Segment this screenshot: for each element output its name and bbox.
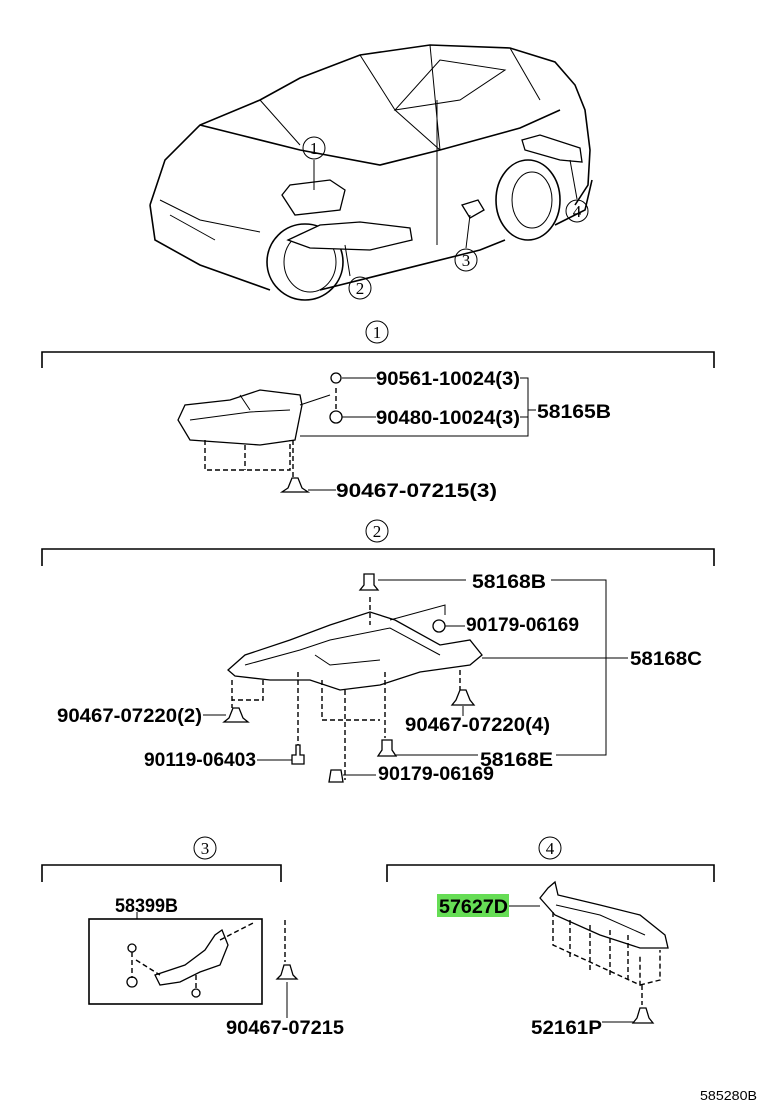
part-label-90467-07220-2[interactable]: 90467-07220(2) <box>57 706 202 727</box>
assembly-box <box>88 918 263 1005</box>
vehicle-callout-3[interactable]: 3 <box>454 248 478 272</box>
section-2: 2 58168B 90179-06169 58168C 90467-07220(… <box>41 519 715 785</box>
highlighted-part-marker <box>437 894 509 917</box>
clip-icon <box>275 964 299 980</box>
section-number: 4 <box>546 839 555 858</box>
clip-icon <box>631 1007 655 1024</box>
clip-58168B-icon <box>358 573 380 591</box>
part-label-58168B[interactable]: 58168B <box>472 572 546 593</box>
section-4: 4 57627D 52161P <box>386 836 715 1039</box>
clip-58168E-icon <box>376 739 398 757</box>
part-location-3 <box>461 199 485 219</box>
section-number: 2 <box>373 522 382 541</box>
callout-number: 4 <box>573 202 582 221</box>
part-label-90467-07215[interactable]: 90467-07215 <box>226 1018 344 1039</box>
section-bracket <box>386 864 715 882</box>
nut-icon <box>126 976 138 988</box>
part-label-90179-06169[interactable]: 90179-06169 <box>466 615 579 636</box>
floor-undercover-part <box>227 611 483 691</box>
section-number-circle <box>538 836 562 860</box>
vehicle-callout-4[interactable]: 4 <box>565 199 589 223</box>
vehicle-callout-2[interactable]: 2 <box>348 276 372 300</box>
section-number: 1 <box>373 323 382 342</box>
nut-icon <box>328 769 344 783</box>
vehicle-callout-1[interactable]: 1 <box>302 136 326 160</box>
callout-number: 1 <box>310 139 319 158</box>
part-label-58165B[interactable]: 58165B <box>537 402 611 423</box>
part-location-4 <box>521 134 583 163</box>
part-label-58168E[interactable]: 58168E <box>480 750 553 771</box>
part-location-2 <box>286 221 413 251</box>
section-number: 3 <box>201 839 210 858</box>
nut-icon <box>330 372 342 384</box>
part-label-90480-10024[interactable]: 90480-10024(3) <box>376 408 520 429</box>
clip-icon <box>450 689 476 706</box>
part-label-58399B[interactable]: 58399B <box>115 896 178 917</box>
part-label-90467-07215[interactable]: 90467-07215(3) <box>336 481 497 502</box>
part-location-1 <box>281 179 346 216</box>
section-1: 1 90561-10024(3) 90480-10024(3) 58165B 9… <box>41 320 715 502</box>
part-label-52161P[interactable]: 52161P <box>531 1018 602 1039</box>
nut-icon <box>191 988 201 998</box>
part-label-58168C[interactable]: 58168C <box>630 649 702 670</box>
nut-icon <box>329 410 343 424</box>
engine-undercover-part <box>177 389 303 446</box>
section-3: 3 58399B 90467-07215 <box>41 836 344 1039</box>
part-label-90467-07220-4[interactable]: 90467-07220(4) <box>405 715 550 736</box>
bolt-icon <box>291 744 305 765</box>
callout-number: 3 <box>462 251 471 270</box>
part-label-90561-10024[interactable]: 90561-10024(3) <box>376 369 520 390</box>
section-number-circle <box>365 519 389 543</box>
section-number-circle <box>193 836 217 860</box>
vehicle-overview-illustration <box>149 44 593 301</box>
rear-floor-cover-part <box>539 880 669 949</box>
callout-number: 2 <box>356 279 365 298</box>
part-label-57627D[interactable]: 57627D <box>439 897 508 918</box>
part-label-90119-06403[interactable]: 90119-06403 <box>144 750 256 771</box>
part-label-90179-06169-lower[interactable]: 90179-06169 <box>378 764 494 785</box>
section-bracket <box>41 548 715 566</box>
nut-icon <box>127 943 137 953</box>
diagram-id: 585280B <box>700 1088 757 1103</box>
section-bracket <box>41 864 282 882</box>
section-number-circle <box>365 320 389 344</box>
clip-icon <box>279 477 311 493</box>
clip-icon <box>222 707 250 723</box>
nut-icon <box>432 619 446 633</box>
bracket-part <box>154 928 229 986</box>
section-bracket <box>41 351 715 368</box>
